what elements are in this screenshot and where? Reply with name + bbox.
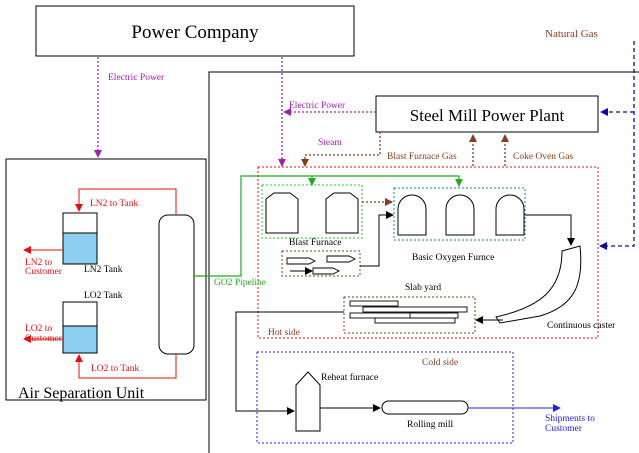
- ln2-tank-label: LN2 Tank: [84, 265, 123, 275]
- bof-region: [393, 187, 526, 241]
- rolling-mill: [381, 400, 469, 415]
- steel-mill-power-plant-label: Steel Mill Power Plant: [410, 106, 565, 125]
- slab-yard-label: Slab yard: [405, 283, 441, 293]
- reheat-furnace-label: Reheat furnace: [321, 372, 378, 383]
- blast-furnace-label: Blast Furnace: [289, 238, 342, 248]
- ln2-tank-liquid: [63, 233, 97, 264]
- go2-pipeline-label: GO2 Pipeline: [214, 278, 266, 288]
- coke-oven-region: [281, 250, 361, 277]
- lo2-tank: [62, 301, 98, 354]
- hot-side-label: Hot side: [268, 328, 300, 338]
- go2-pipeline-line: [194, 175, 463, 277]
- lo2-to-tank-label: LO2 to Tank: [91, 364, 139, 374]
- coke-oven-gas-label: Coke Oven Gas: [513, 152, 573, 162]
- continuous-caster: [495, 245, 582, 324]
- ln2-to-tank-line: [75, 188, 177, 215]
- lo2-to-tank-line: [75, 354, 177, 379]
- bof-to-caster-line: [525, 214, 575, 246]
- cold-side-label: Cold side: [422, 358, 458, 368]
- air-separation-unit-box: [5, 158, 207, 401]
- natural-gas-line: [599, 41, 635, 250]
- ln2-to-customer-label-1: LN2 to: [25, 258, 52, 268]
- ln2-to-tank-label: LN2 to Tank: [90, 199, 138, 209]
- bof-label: Basic Oxygen Furnce: [412, 253, 494, 263]
- continuous-caster-label: Continuous caster: [547, 321, 616, 331]
- rolling-mill-label: Rolling mill: [407, 420, 454, 430]
- electric-power-label-mill: Electric Power: [289, 101, 346, 111]
- natural-gas-label: Natural Gas: [545, 28, 598, 40]
- lo2-to-customer-label-2: Customer: [25, 334, 63, 344]
- steel-mill-power-plant-box: [375, 95, 599, 133]
- shipments-label-1: Shipments to: [545, 414, 595, 424]
- coke-to-bof-line: [360, 211, 394, 267]
- slab-to-reheat-line: [235, 311, 344, 415]
- bof-vessel-1: [397, 194, 427, 236]
- steam-label: Steam: [318, 138, 342, 148]
- bof-vessel-3: [495, 194, 525, 236]
- shipments-label-2: Customer: [545, 424, 583, 434]
- blast-furnace-vessel-1: [265, 192, 299, 234]
- slab-2: [362, 306, 468, 313]
- air-separation-unit-label: Air Separation Unit: [18, 385, 145, 402]
- slab-3: [349, 312, 416, 319]
- steel-mill-boundary: [208, 71, 639, 453]
- lo2-tank-liquid: [63, 326, 97, 353]
- coke-oven-2: [326, 255, 357, 263]
- ln2-to-customer-label-2: Customer: [25, 267, 63, 277]
- blast-furnace-gas-label: Blast Furnace Gas: [387, 152, 457, 162]
- coke-oven-3: [312, 267, 341, 275]
- slab-5: [409, 312, 459, 319]
- coke-oven-1: [286, 257, 317, 265]
- hot-side-region: [257, 166, 599, 339]
- reheat-furnace: [295, 371, 321, 432]
- electric-power-label-top: Electric Power: [108, 73, 165, 83]
- power-company-label: Power Company: [131, 22, 259, 43]
- slab-4: [374, 317, 456, 324]
- bof-vessel-2: [445, 194, 475, 236]
- slab-1: [349, 300, 399, 307]
- lo2-tank-label: LO2 Tank: [84, 291, 123, 301]
- lo2-to-customer-label-1: LO2 to: [25, 324, 52, 334]
- cold-side-region: [256, 351, 514, 444]
- slab-yard-region: [343, 296, 476, 334]
- power-company-box: [35, 5, 355, 57]
- blast-furnace-vessel-2: [325, 192, 359, 234]
- steam-line: [301, 132, 381, 167]
- distillation-column: [158, 214, 195, 355]
- ln2-tank: [62, 212, 98, 265]
